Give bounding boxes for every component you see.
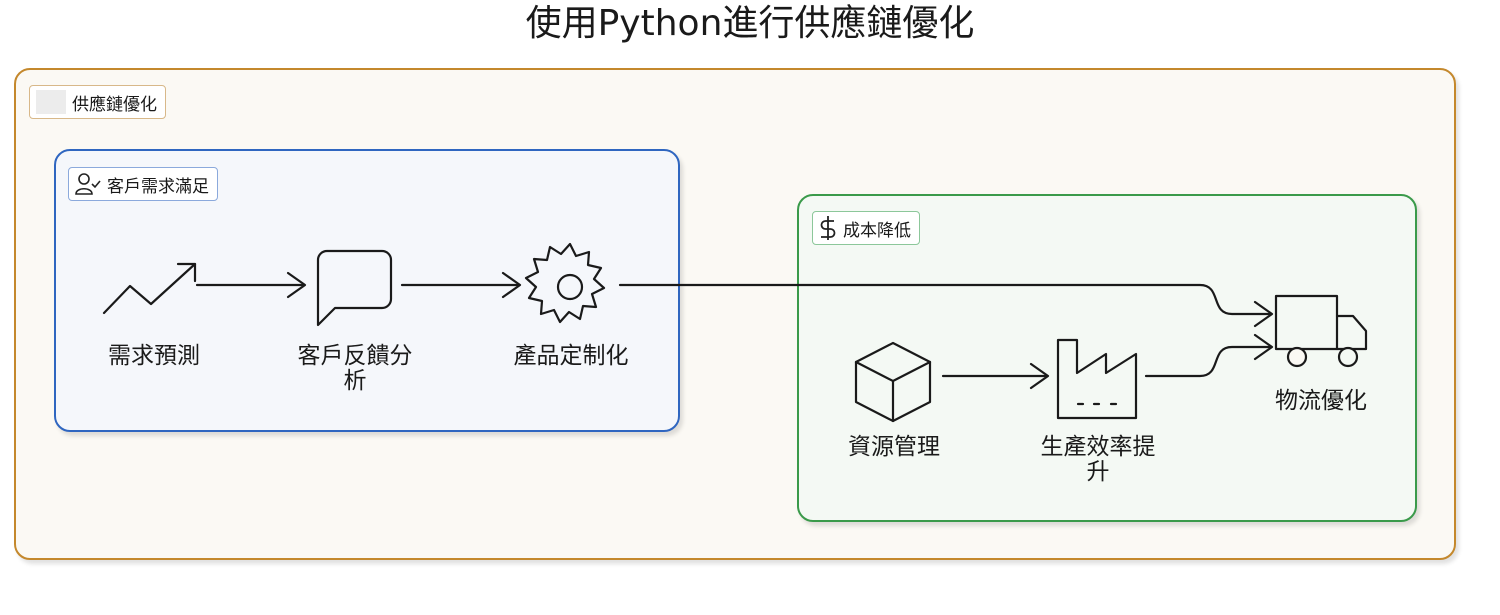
dollar-icon [820, 216, 836, 240]
group-supply-chain-label: 供應鏈優化 [72, 94, 157, 115]
node-production-label-line1: 生產效率提 [1040, 434, 1156, 460]
truck-icon [1274, 294, 1368, 368]
node-logistics-label: 物流優化 [1275, 388, 1367, 414]
group-swatch-icon [36, 90, 66, 114]
group-cost-reduction-label: 成本降低 [843, 220, 911, 241]
node-feedback-label-line2: 析 [343, 368, 367, 394]
user-check-icon [75, 173, 101, 195]
node-resource-label: 資源管理 [848, 434, 940, 460]
edge-production-to-logistics [1144, 333, 1274, 378]
diagram-title: 使用Python進行供應鏈優化 [525, 3, 975, 44]
node-production-label-line2: 升 [1086, 459, 1110, 485]
edge-resource-to-production [941, 362, 1050, 390]
edge-customization-to-logistics [618, 283, 1274, 328]
group-customer-demand-label: 客戶需求滿足 [107, 176, 209, 197]
group-supply-chain-tag: 供應鏈優化 [29, 85, 166, 119]
node-customization-label: 產品定制化 [513, 343, 629, 369]
group-cost-reduction-tag: 成本降低 [812, 211, 920, 245]
box-icon [854, 341, 932, 423]
edge-feedback-to-customization [400, 271, 522, 299]
trend-up-icon [102, 262, 197, 315]
node-feedback-label-line1: 客戶反饋分 [297, 343, 413, 369]
node-demand-forecast-label: 需求預測 [108, 343, 200, 369]
factory-icon [1056, 338, 1138, 420]
gear-icon [524, 242, 606, 324]
message-square-icon [316, 249, 393, 327]
group-customer-demand-tag: 客戶需求滿足 [68, 167, 218, 201]
edge-forecast-to-feedback [195, 271, 307, 299]
